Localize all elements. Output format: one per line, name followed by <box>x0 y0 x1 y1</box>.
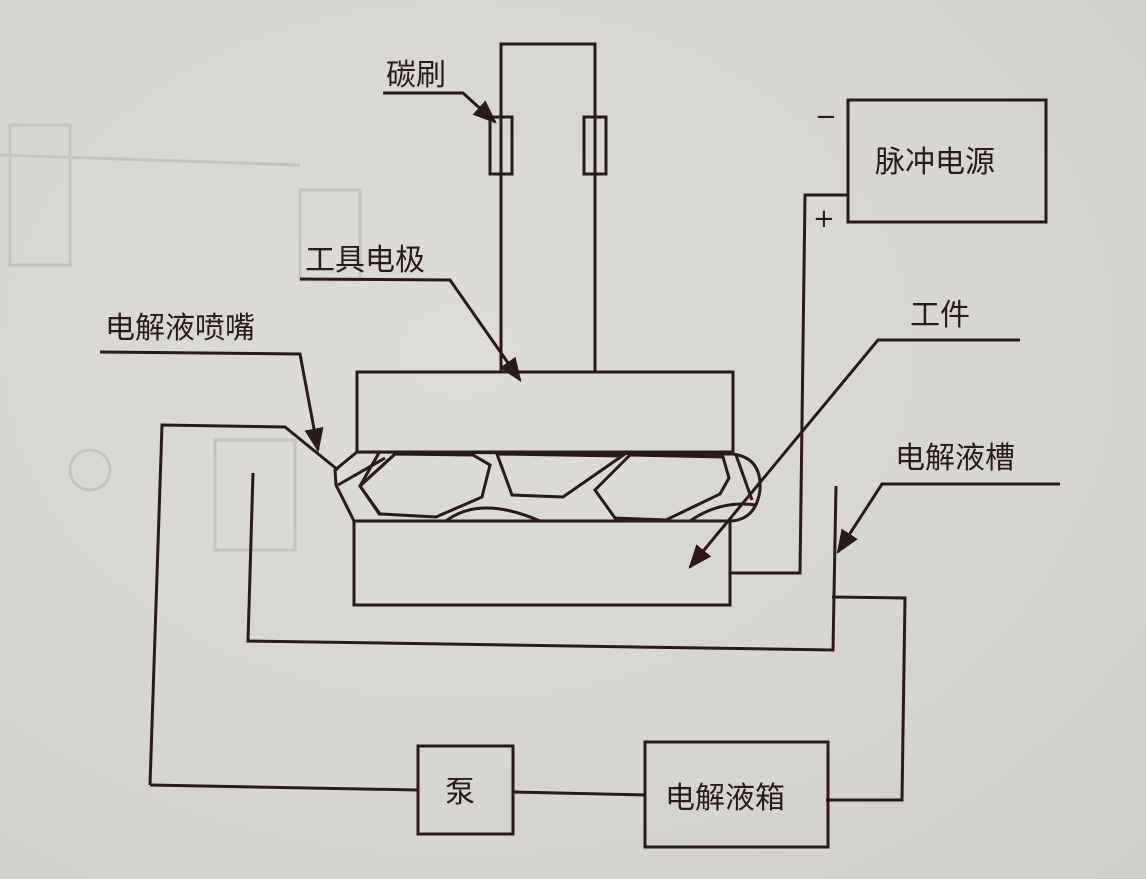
particle <box>445 506 541 523</box>
carbon-brush-left <box>488 115 514 176</box>
particle <box>593 453 731 522</box>
label-pulse-power: 脉冲电源 <box>875 145 995 180</box>
leader-tank <box>836 482 1060 555</box>
label-tool-electrode: 工具电极 <box>305 243 425 278</box>
leader-workpiece <box>688 338 1020 569</box>
label-tank: 电解液槽 <box>895 441 1015 476</box>
return-pipe <box>826 595 907 802</box>
workpiece <box>352 519 732 607</box>
carbon-brush-circuit <box>488 42 608 372</box>
positive-lead <box>730 193 848 575</box>
particle <box>689 502 757 523</box>
leader-carbon-brush <box>383 91 497 124</box>
carbon-brush-right <box>582 115 608 176</box>
pulse-power-box <box>846 98 1048 224</box>
positive-sign: + <box>813 204 835 234</box>
label-reservoir: 电解液箱 <box>665 781 785 816</box>
negative-sign: − <box>815 102 837 132</box>
particle <box>494 452 627 499</box>
leader-nozzle <box>99 350 324 453</box>
leader-tool-electrode <box>299 277 522 382</box>
electrolyte-tank <box>246 472 838 652</box>
electrolyte-nozzle-pipe <box>148 423 339 786</box>
label-pump: 泵 <box>445 775 475 810</box>
label-nozzle: 电解液喷嘴 <box>105 311 255 346</box>
label-carbon-brush: 碳刷 <box>386 58 446 93</box>
particle <box>358 452 492 519</box>
machining-gap <box>333 450 762 523</box>
tool-electrode <box>355 370 735 454</box>
bleed-through-background <box>0 123 362 552</box>
label-workpiece: 工件 <box>910 298 970 333</box>
